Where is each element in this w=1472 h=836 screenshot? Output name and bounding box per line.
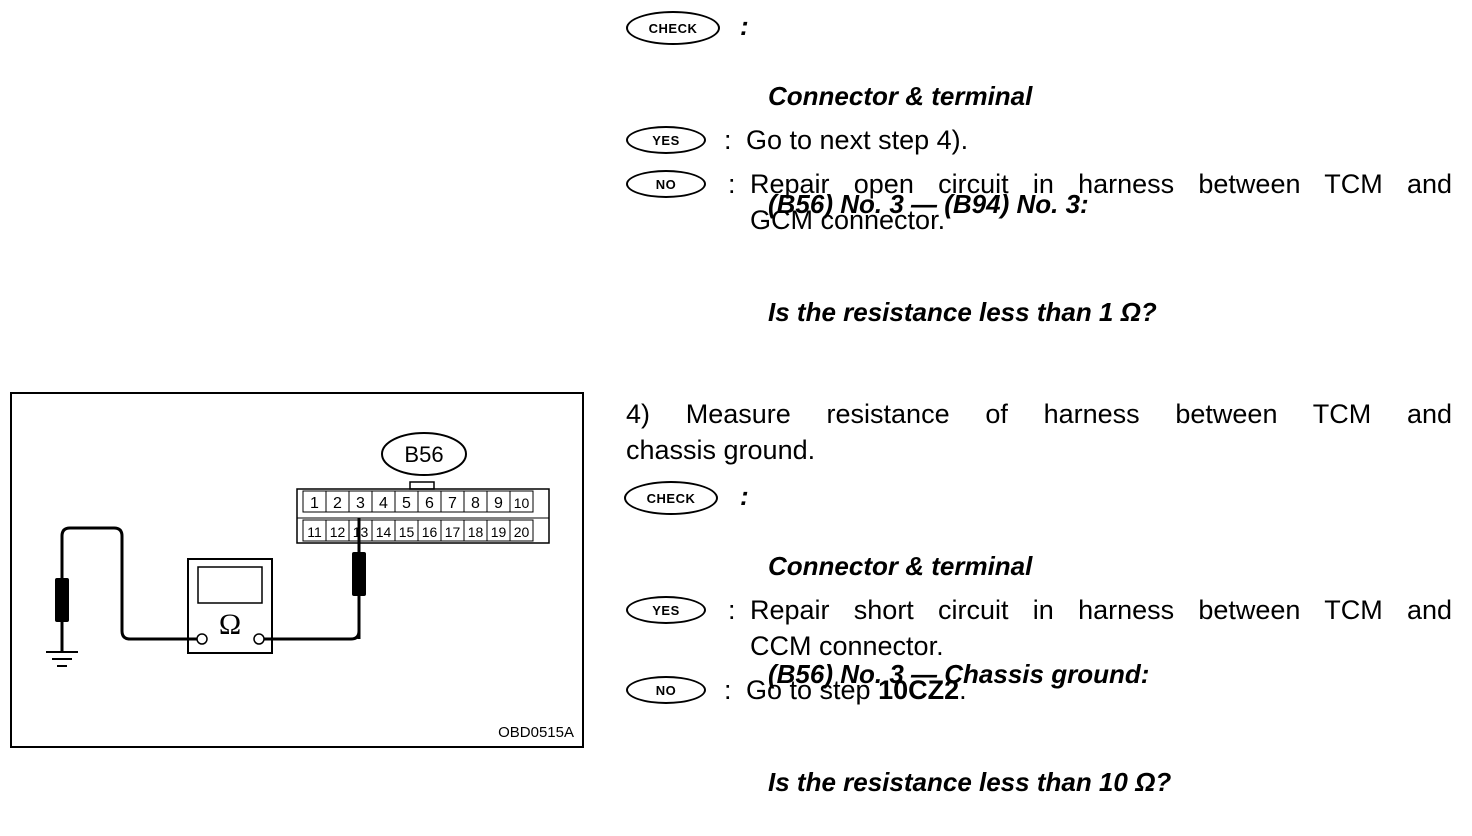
wiring-diagram: B56 1234567891011121314151617181920 Ω OB…	[46, 432, 574, 741]
connector-housing	[296, 488, 550, 544]
check-line: Connector & terminal	[768, 81, 1033, 111]
step-line: chassis ground.	[626, 435, 816, 465]
connector-pin-label: 14	[376, 524, 392, 540]
connector-pin-label: 16	[422, 524, 438, 540]
no-line: GCM connector.	[750, 205, 946, 235]
ground-probe-handle	[55, 578, 69, 622]
colon: :	[728, 595, 736, 625]
connector-latch	[409, 481, 435, 490]
yes-text: Repair short circuit in harness between …	[750, 592, 1452, 664]
connector-pin-label: 15	[399, 524, 415, 540]
check-line: Is the resistance less than 10 Ω?	[768, 767, 1172, 797]
connector-pin-label: 6	[425, 495, 434, 512]
connector-pin-label: 4	[379, 495, 388, 512]
connector-pin-label: 19	[491, 524, 507, 540]
connector-pin-label: 7	[448, 495, 457, 512]
no-badge: NO	[626, 170, 706, 198]
connector-pin-label: 1	[310, 495, 319, 512]
connector-pin-label: 12	[330, 524, 346, 540]
figure-code: OBD0515A	[498, 724, 574, 741]
no-badge: NO	[626, 676, 706, 704]
right-lead	[264, 594, 361, 641]
connector-label: B56	[404, 442, 443, 467]
no-suffix: .	[959, 675, 967, 705]
no-prefix: Go to step	[746, 675, 879, 705]
yes-text: Go to next step 4).	[746, 125, 969, 155]
colon: :	[724, 675, 732, 705]
no-text: Go to step 10CZ2.	[746, 672, 967, 708]
no-line: Repair open circuit in harness between T…	[750, 169, 1452, 199]
connector-label-ellipse	[381, 432, 467, 476]
check-line: Is the resistance less than 1 Ω?	[768, 297, 1157, 327]
connector-pin-label: 5	[402, 495, 411, 512]
colon: :	[728, 169, 736, 199]
step-reference: 10CZ2	[878, 675, 960, 705]
check-text: Connector & terminal (B56) No. 3 — (B94)…	[768, 6, 1157, 366]
connector-pin-label: 17	[445, 524, 461, 540]
connector-pin-label: 11	[307, 524, 322, 540]
step-line: 4) Measure resistance of harness between…	[626, 399, 1452, 429]
yes-line: CCM connector.	[750, 631, 944, 661]
connector-pin-cell	[509, 490, 534, 513]
probe-handle	[352, 552, 366, 596]
check-line: Connector & terminal	[768, 551, 1033, 581]
left-lead	[60, 526, 197, 652]
connector-pin-label: 9	[494, 495, 503, 512]
connector-pin-label: 13	[353, 524, 369, 540]
ohmmeter-display	[197, 566, 263, 604]
ohm-symbol: Ω	[219, 608, 241, 641]
colon: :	[724, 125, 732, 155]
ohmmeter-terminal-right	[253, 633, 265, 645]
connector-pin-cell	[509, 519, 534, 542]
connector-pin-label: 18	[468, 524, 484, 540]
colon: :	[740, 11, 749, 41]
no-text: Repair open circuit in harness between T…	[750, 166, 1452, 238]
step-4-text: 4) Measure resistance of harness between…	[626, 396, 1452, 468]
yes-badge: YES	[626, 126, 706, 154]
connector-pin-label: 10	[514, 495, 530, 511]
check-badge: CHECK	[624, 481, 718, 515]
connector-pins: 1234567891011121314151617181920	[302, 490, 534, 542]
connector-pin-label: 8	[471, 495, 480, 512]
wiring-diagram-figure: B56 1234567891011121314151617181920 Ω OB…	[10, 392, 584, 748]
yes-line: Repair short circuit in harness between …	[750, 595, 1452, 625]
yes-badge: YES	[626, 596, 706, 624]
connector-pin-label: 2	[333, 495, 342, 512]
ohmmeter-body	[187, 558, 273, 654]
ohmmeter-terminal-left	[196, 633, 208, 645]
check-line: (B56) No. 3 — Chassis ground:	[768, 659, 1150, 689]
colon: :	[740, 481, 749, 511]
connector-pin-label: 3	[356, 495, 365, 512]
check-badge: CHECK	[626, 11, 720, 45]
check-line: (B56) No. 3 — (B94) No. 3:	[768, 189, 1089, 219]
connector-pin-label: 20	[514, 524, 530, 540]
